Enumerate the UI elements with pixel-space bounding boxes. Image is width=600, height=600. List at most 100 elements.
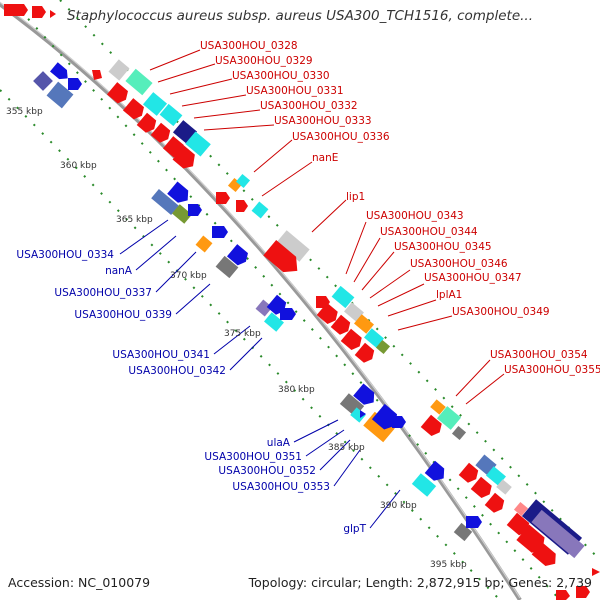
- gene-label: USA300HOU_0353: [232, 481, 330, 493]
- callout-line: [353, 237, 381, 283]
- gene-arrow: [592, 568, 600, 576]
- gene-arrow: [188, 204, 202, 216]
- gene-box: [185, 131, 211, 157]
- gene-arrow: [68, 78, 82, 90]
- callout-line: [193, 109, 261, 119]
- gene-arrow: [360, 410, 366, 418]
- gene-label: USA300HOU_0333: [274, 115, 372, 127]
- gene-arrow: [556, 590, 570, 600]
- gene-arrow: [340, 328, 362, 350]
- tick-label: 365 kbp: [116, 215, 153, 225]
- gene-box: [255, 299, 273, 317]
- gene-box: [363, 411, 395, 443]
- inner-guide-forward: [19, 9, 561, 600]
- tick-label: 390 kbp: [380, 501, 417, 511]
- genome-backbone-highlight: [0, 1, 521, 599]
- gene-label: lplA1: [436, 289, 462, 301]
- gene-label: USA300HOU_0339: [74, 309, 172, 321]
- forward-gene-lip1: [263, 230, 310, 273]
- gene-label: nanA: [105, 265, 133, 277]
- callout-line: [181, 94, 247, 107]
- gene-label: USA300HOU_0346: [410, 258, 508, 270]
- reverse-cluster-0337: [195, 226, 248, 279]
- callout-line: [465, 373, 505, 405]
- gene-label: USA300HOU_0342: [128, 365, 226, 377]
- gene-arrow: [50, 62, 68, 80]
- gene-box: [276, 230, 310, 262]
- gene-box: [195, 235, 213, 253]
- gene-arrow: [354, 342, 375, 363]
- gene-arrow: [470, 476, 492, 498]
- gene-label: USA300HOU_0347: [424, 272, 522, 284]
- gene-arrow: [172, 145, 195, 169]
- callout-line: [311, 199, 347, 233]
- gene-label: USA300HOU_0331: [246, 85, 344, 97]
- tick-label: 385 kbp: [328, 443, 365, 453]
- callout-line: [119, 219, 169, 255]
- callout-line: [169, 78, 233, 95]
- gene-box: [331, 285, 355, 309]
- forward-cluster-bottom: [458, 454, 600, 600]
- forward-cluster-nanE: [216, 173, 269, 219]
- gene-box: [375, 339, 391, 355]
- gene-box: [344, 302, 364, 322]
- gene-arrow: [353, 383, 375, 405]
- gene-arrow: [216, 192, 230, 204]
- top-gene-cluster: [4, 4, 56, 18]
- gene-label: nanE: [312, 152, 338, 164]
- callout-line: [155, 251, 197, 293]
- gene-arrow: [484, 492, 505, 513]
- gene-arrow: [136, 112, 157, 133]
- gene-arrow: [236, 200, 248, 212]
- gene-label: USA300HOU_0343: [366, 210, 464, 222]
- gene-box: [172, 204, 192, 224]
- gene-label: USA300HOU_0355: [504, 364, 600, 376]
- gene-box: [436, 406, 462, 430]
- gene-box: [453, 522, 473, 542]
- gene-arrow: [122, 98, 144, 120]
- gene-label: USA300HOU_0351: [204, 451, 302, 463]
- gene-label: USA300HOU_0328: [200, 40, 298, 52]
- gene-arrow: [280, 308, 296, 320]
- gene-box: [451, 425, 467, 441]
- topology-text: Topology: circular; Length: 2,872,915 bp…: [248, 575, 592, 590]
- gene-arrow: [506, 512, 530, 536]
- gene-arrow: [106, 82, 128, 104]
- gene-label: USA300HOU_0352: [218, 465, 316, 477]
- tick-label: 360 kbp: [60, 161, 97, 171]
- tick-label: 375 kbp: [224, 329, 261, 339]
- callout-line: [345, 221, 367, 275]
- reverse-cluster-355: [33, 62, 82, 109]
- forward-cluster-0328: [92, 59, 211, 169]
- tick-label: 355 kbp: [6, 107, 43, 117]
- gene-box: [33, 71, 53, 91]
- callout-line: [157, 63, 216, 83]
- gene-arrow: [371, 403, 398, 430]
- gene-arrow: [420, 414, 442, 436]
- callout-line: [203, 124, 275, 131]
- callout-line: [213, 325, 251, 355]
- callout-line: [387, 299, 437, 317]
- callout-line: [135, 235, 177, 271]
- gene-box: [513, 501, 529, 517]
- gene-box: [159, 103, 183, 127]
- callout-line: [377, 283, 425, 307]
- callout-line: [319, 439, 351, 471]
- gene-label: ulaA: [267, 437, 291, 449]
- gene-box: [531, 509, 585, 559]
- gene-box: [264, 312, 284, 332]
- callout-line: [397, 315, 453, 331]
- gene-arrow: [32, 6, 46, 18]
- gene-label: USA300HOU_0345: [394, 241, 492, 253]
- gene-arrow: [212, 226, 228, 238]
- callout-line: [369, 489, 401, 529]
- callout-line: [293, 419, 339, 443]
- accession-text: Accession: NC_010079: [8, 575, 151, 590]
- gene-arrow: [458, 462, 479, 483]
- forward-callouts: [149, 49, 505, 405]
- reverse-callouts: [119, 219, 401, 529]
- gene-arrow: [167, 181, 189, 203]
- gene-label: USA300HOU_0344: [380, 226, 478, 238]
- callout-line: [175, 283, 211, 315]
